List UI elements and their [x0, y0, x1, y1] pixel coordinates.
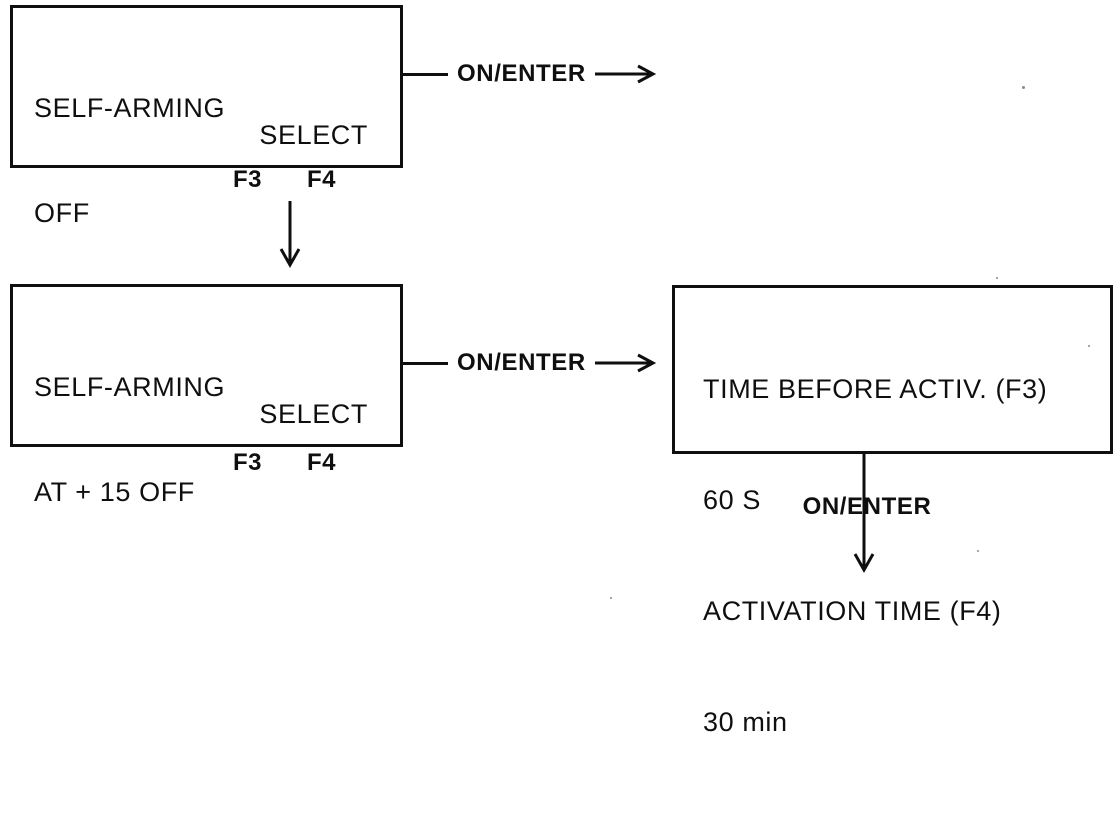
transition-on-enter-middle: ON/ENTER	[402, 349, 659, 376]
screen-line: 30 min	[703, 707, 788, 737]
arrow-right-icon	[594, 64, 656, 84]
on-enter-label: ON/ENTER	[457, 349, 586, 376]
lcd-screen-activation-times: TIME BEFORE ACTIV. (F3) 60 S ACTIVATION …	[672, 285, 1113, 737]
scan-speck	[996, 277, 998, 279]
screen-line: TIME BEFORE ACTIV. (F3)	[703, 374, 1048, 404]
screen-line: OFF	[34, 198, 90, 228]
scan-speck	[610, 597, 612, 599]
connector-line	[402, 72, 448, 76]
f4-key-label: F4	[307, 166, 337, 193]
transition-on-enter-top: ON/ENTER	[402, 60, 659, 87]
lcd-screen-self-arming-at-15-off: SELF-ARMING AT + 15 OFF SELECT	[10, 284, 403, 507]
screen-line: SELF-ARMING	[34, 372, 226, 402]
flow-diagram: SELF-ARMING OFF SELECT F3 F4 ON/ENTER SE…	[10, 5, 1113, 737]
on-enter-label: ON/ENTER	[457, 60, 586, 87]
screen-line: AT + 15 OFF	[34, 477, 195, 507]
arrow-right-icon	[594, 353, 656, 373]
f3-key-label: F3	[233, 449, 263, 476]
f4-key-label: F4	[307, 449, 337, 476]
screen-line: SELF-ARMING	[34, 93, 226, 123]
scan-speck	[977, 550, 979, 552]
select-softkey-label: SELECT	[259, 120, 368, 150]
scan-speck	[1022, 86, 1025, 89]
f3-key-label: F3	[233, 166, 263, 193]
screen-line: 60 S	[703, 485, 761, 515]
arrow-down-icon	[853, 452, 875, 574]
lcd-screen-self-arming-off: SELF-ARMING OFF SELECT	[10, 5, 403, 228]
select-softkey-label: SELECT	[259, 399, 368, 429]
scan-speck	[1088, 345, 1090, 347]
arrow-down-icon	[279, 201, 301, 269]
screen-line: ACTIVATION TIME (F4)	[703, 596, 1002, 626]
connector-line	[402, 361, 448, 365]
on-enter-label: ON/ENTER	[802, 493, 932, 520]
